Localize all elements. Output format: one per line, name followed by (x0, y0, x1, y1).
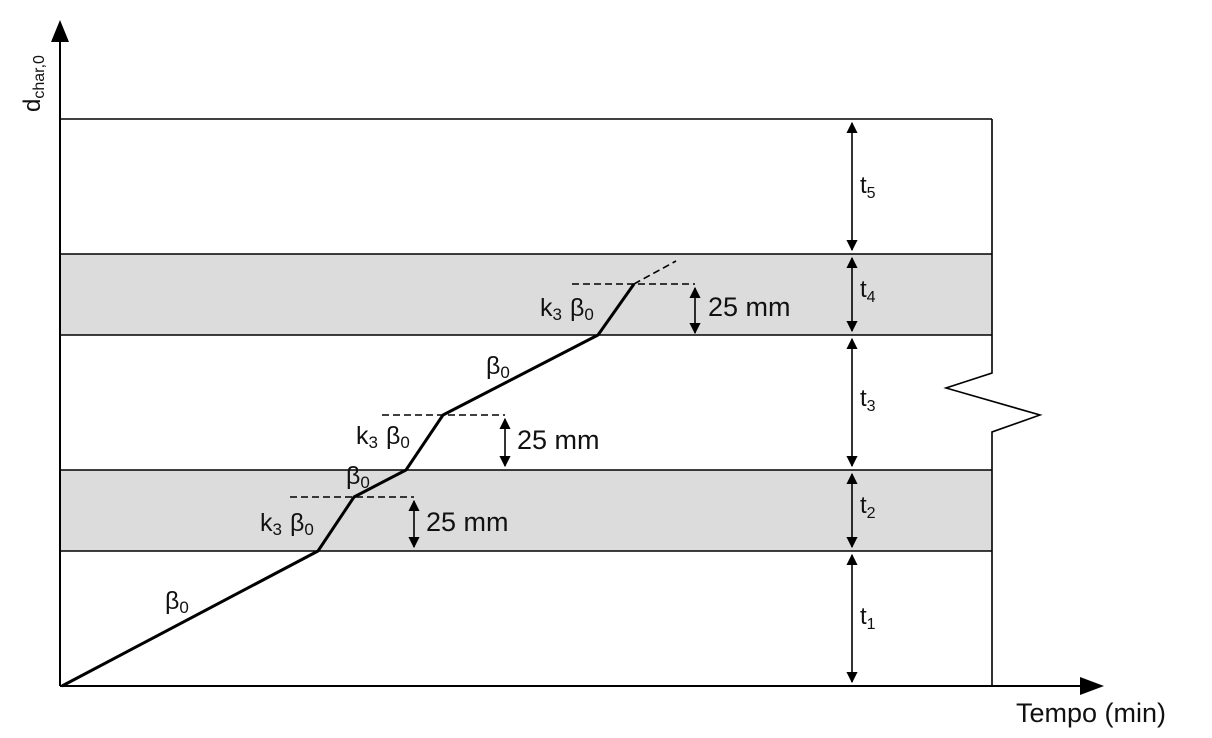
x-axis-label: Tempo (min) (1016, 698, 1166, 728)
layer-band-t3 (60, 335, 992, 470)
dimension-label-2: 25 mm (517, 425, 600, 455)
y-axis-label: dchar,0 (19, 55, 48, 112)
layer-label-t1: t1 (860, 603, 876, 633)
rate-label-beta0-1: β0 (165, 587, 189, 617)
layer-label-t2: t2 (860, 492, 876, 522)
layer-band-t1 (60, 551, 992, 686)
layer-label-t5: t5 (860, 172, 876, 202)
x-axis-arrowhead (1080, 677, 1104, 695)
y-axis-arrowhead (51, 20, 69, 42)
layer-band-t5 (60, 119, 992, 254)
layer-label-t3: t3 (860, 385, 876, 415)
charring-curve-continuation (633, 260, 677, 285)
layer-band-t4 (60, 254, 992, 335)
section-break-edge (943, 119, 1043, 686)
rate-label-beta0-2: β0 (346, 462, 370, 492)
layer-band-t2 (60, 470, 992, 551)
charring-curve (61, 283, 636, 688)
dimension-label-1: 25 mm (426, 507, 509, 537)
layer-label-t4: t4 (860, 276, 876, 306)
dimension-label-3: 25 mm (708, 292, 791, 322)
rate-label-beta0-3: β0 (486, 352, 510, 382)
